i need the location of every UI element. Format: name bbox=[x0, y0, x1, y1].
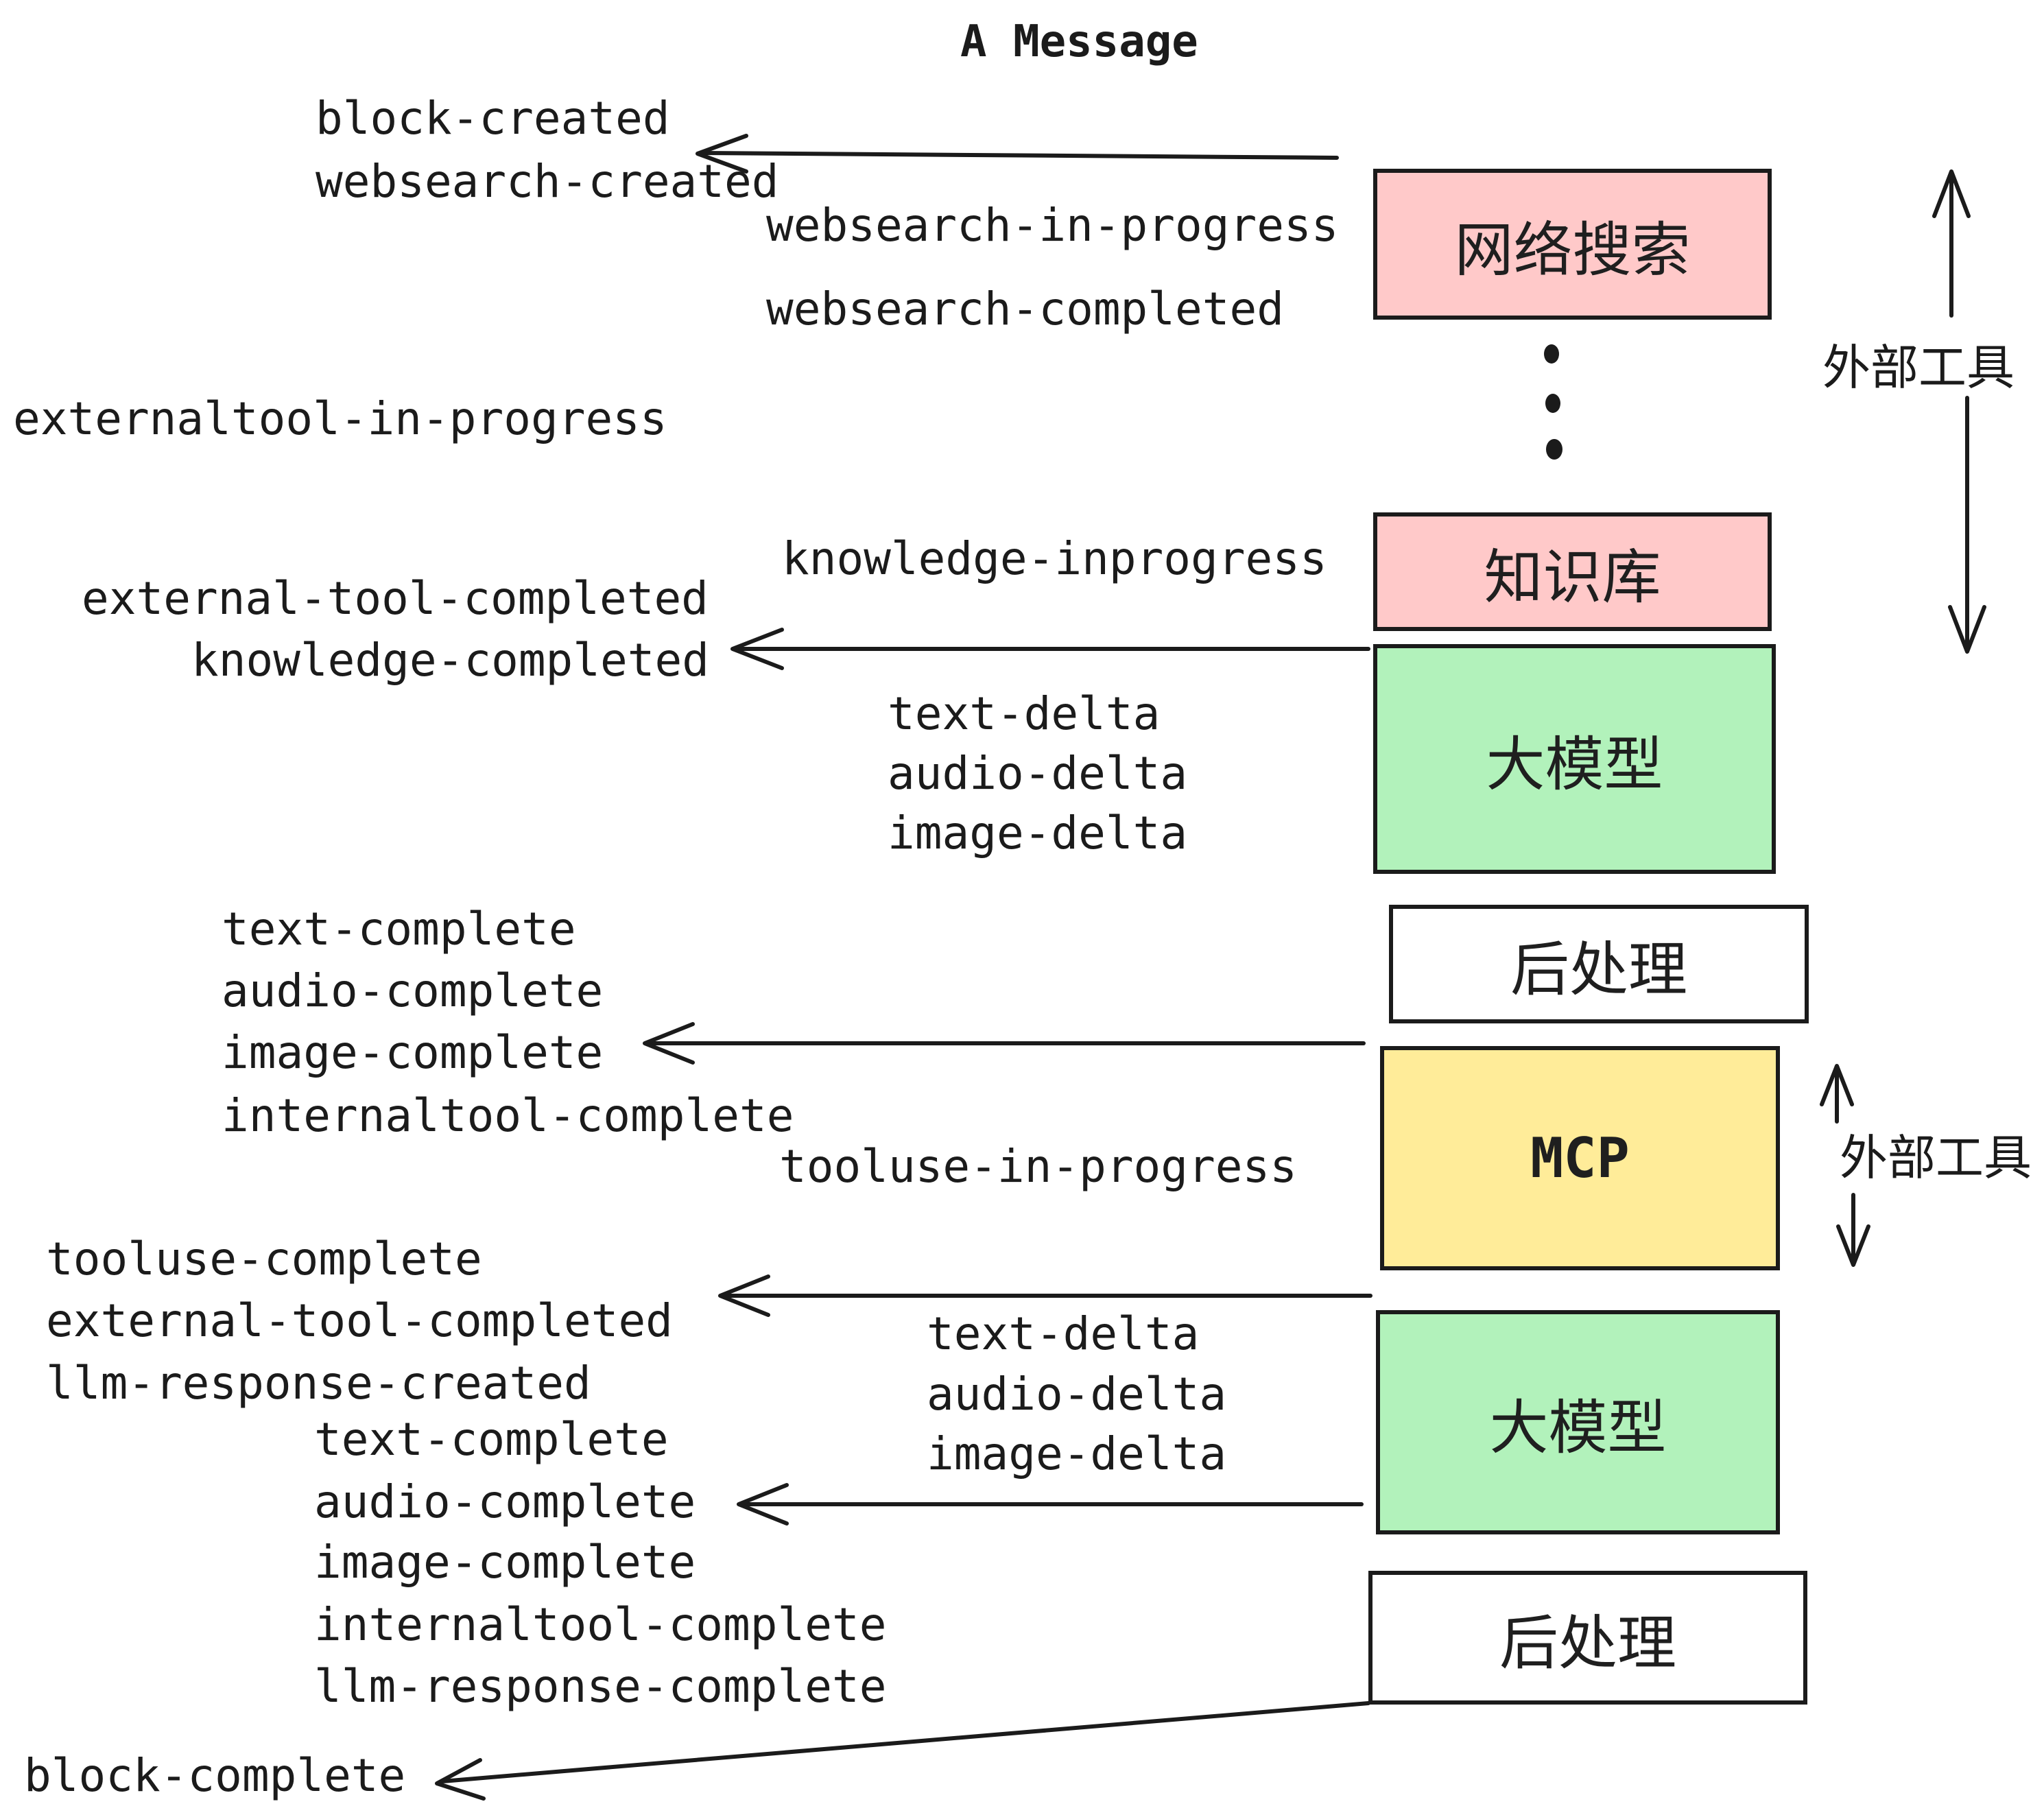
box-postprocess-1: 后处理 bbox=[1389, 905, 1809, 1023]
event-knowledge-completed: knowledge-completed bbox=[191, 634, 709, 687]
event-websearch-in-progress: websearch-in-progress bbox=[766, 199, 1339, 252]
box-postprocess-2-label: 后处理 bbox=[1499, 1611, 1676, 1676]
ellipsis-dots bbox=[1544, 344, 1562, 460]
event-text-complete-1: text-complete bbox=[222, 903, 576, 956]
box-llm-1-label: 大模型 bbox=[1486, 732, 1663, 798]
external-tools-down-arrow-2 bbox=[1836, 1193, 1870, 1267]
external-tools-up-arrow-1 bbox=[1932, 169, 1971, 318]
external-tools-up-arrow-2 bbox=[1820, 1064, 1854, 1124]
external-tools-down-arrow-1 bbox=[1948, 396, 1986, 654]
event-knowledge-inprogress: knowledge-inprogress bbox=[782, 532, 1327, 585]
box-websearch: 网络搜索 bbox=[1373, 169, 1772, 320]
event-internaltool-complete-2: internaltool-complete bbox=[314, 1598, 887, 1651]
event-websearch-completed: websearch-completed bbox=[766, 283, 1284, 335]
event-tooluse-complete: tooluse-complete bbox=[46, 1233, 482, 1285]
event-image-delta-1: image-delta bbox=[888, 807, 1188, 859]
box-llm-1: 大模型 bbox=[1373, 644, 1776, 874]
box-postprocess-2: 后处理 bbox=[1368, 1571, 1807, 1705]
event-block-created: block-created bbox=[316, 92, 670, 145]
event-websearch-created: websearch-created bbox=[316, 155, 779, 208]
event-text-complete-2: text-complete bbox=[314, 1413, 669, 1466]
box-mcp: MCP bbox=[1380, 1046, 1780, 1270]
event-audio-delta-1: audio-delta bbox=[888, 747, 1188, 800]
arrow-audio-complete bbox=[737, 1483, 1364, 1526]
box-websearch-label: 网络搜索 bbox=[1454, 217, 1691, 283]
event-block-complete: block-complete bbox=[24, 1749, 406, 1802]
box-mcp-label: MCP bbox=[1530, 1126, 1630, 1190]
event-image-delta-2: image-delta bbox=[927, 1427, 1227, 1480]
box-llm-2-label: 大模型 bbox=[1489, 1395, 1667, 1461]
arrow-knowledge-completed bbox=[730, 628, 1370, 670]
event-llm-response-created: llm-response-created bbox=[46, 1357, 591, 1410]
event-text-delta-1: text-delta bbox=[888, 687, 1161, 740]
box-llm-2: 大模型 bbox=[1376, 1310, 1780, 1534]
external-tools-label-2: 外部工具 bbox=[1840, 1131, 2032, 1185]
event-image-complete-2: image-complete bbox=[314, 1536, 696, 1589]
box-postprocess-1-label: 后处理 bbox=[1510, 937, 1687, 1003]
event-audio-complete-2: audio-complete bbox=[314, 1475, 696, 1528]
page-title: A Message bbox=[960, 16, 1198, 67]
event-internaltool-complete-1: internaltool-complete bbox=[222, 1089, 794, 1142]
event-externaltool-in-progress: externaltool-in-progress bbox=[13, 392, 667, 445]
event-external-tool-completed-2: external-tool-completed bbox=[46, 1294, 673, 1347]
box-knowledge-label: 知识库 bbox=[1484, 545, 1661, 610]
external-tools-label-1: 外部工具 bbox=[1822, 341, 2015, 394]
event-external-tool-completed: external-tool-completed bbox=[82, 572, 709, 625]
box-knowledge: 知识库 bbox=[1373, 512, 1772, 631]
event-image-complete-1: image-complete bbox=[222, 1026, 604, 1079]
arrow-block-complete bbox=[435, 1701, 1370, 1801]
event-tooluse-in-progress: tooluse-in-progress bbox=[779, 1140, 1297, 1193]
arrow-image-complete bbox=[643, 1022, 1366, 1065]
event-llm-response-complete: llm-response-complete bbox=[314, 1660, 887, 1713]
event-text-delta-2: text-delta bbox=[927, 1307, 1200, 1360]
event-audio-delta-2: audio-delta bbox=[927, 1368, 1227, 1421]
event-audio-complete-1: audio-complete bbox=[222, 964, 604, 1017]
arrow-block-created bbox=[696, 134, 1339, 174]
